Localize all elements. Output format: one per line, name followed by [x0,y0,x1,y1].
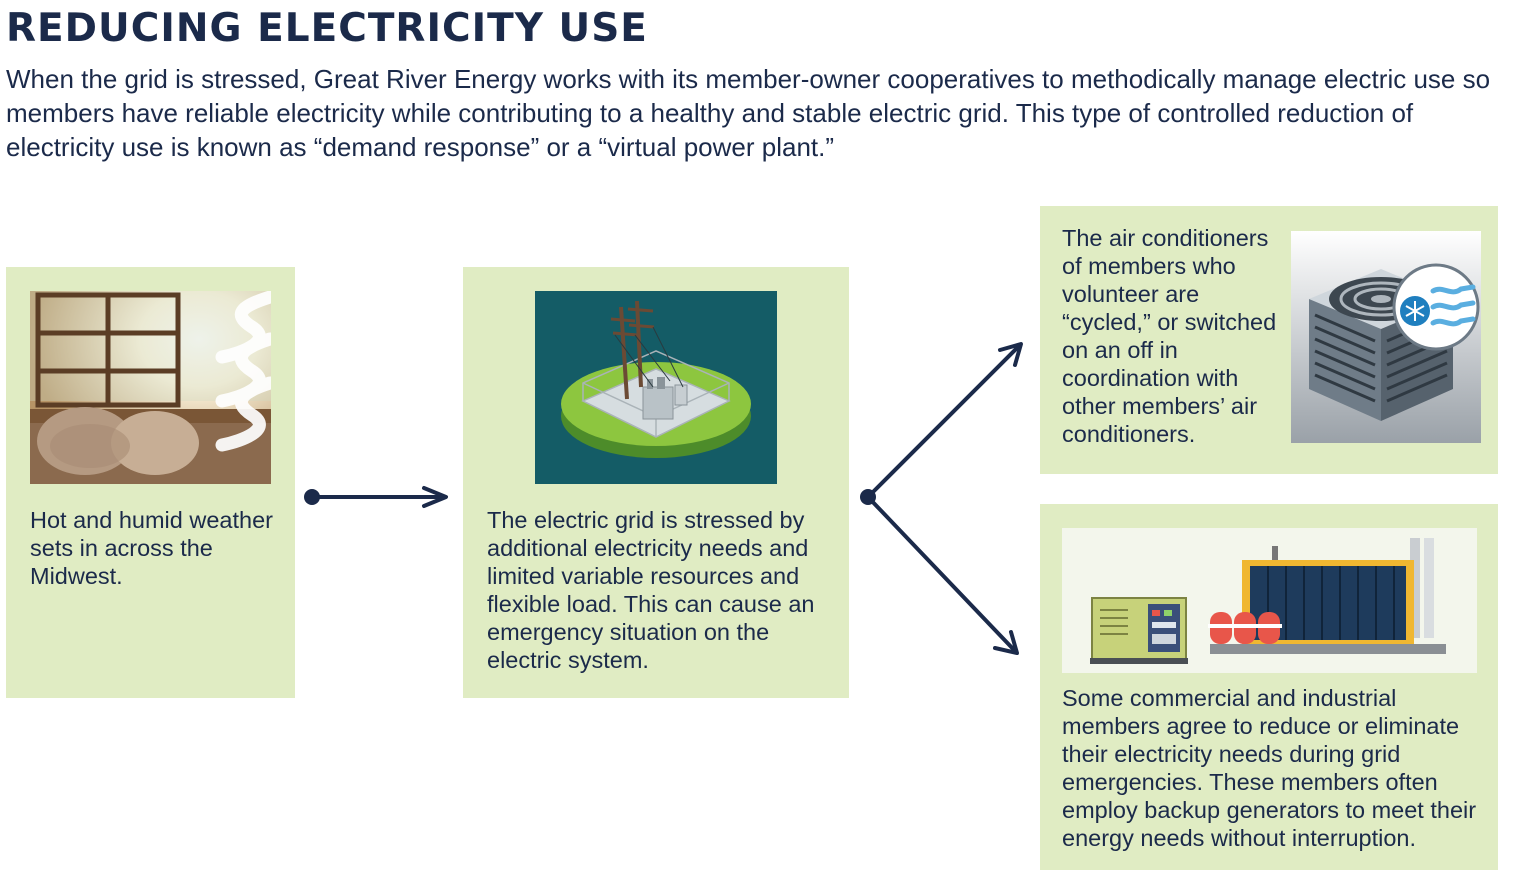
intro-paragraph: When the grid is stressed, Great River E… [6,64,1491,162]
backup-generator-icon [1062,528,1477,673]
weather-panel: Hot and humid weather sets in across the… [6,267,295,698]
air-conditioner-icon [1291,231,1481,443]
arrow-grid-to-industrial [866,495,1019,655]
industrial-text: Some commercial and industrial members a… [1062,685,1477,851]
hot-window-icon [30,291,271,484]
arrow-start-dot-weather [304,489,320,505]
page-title: REDUCING ELECTRICITY USE [6,6,648,51]
substation-icon [535,291,777,484]
weather-text: Hot and humid weather sets in across the… [30,507,273,589]
grid-text: The electric grid is stressed by additio… [487,507,815,673]
arrow-start-dot-grid [860,489,876,505]
arrow-weather-to-grid [310,486,448,508]
grid-panel: The electric grid is stressed by additio… [463,267,849,698]
ac-panel: The air conditioners of members who volu… [1040,206,1498,474]
industrial-panel: Some commercial and industrial members a… [1040,504,1498,870]
arrow-grid-to-ac [866,342,1023,499]
ac-text: The air conditioners of members who volu… [1062,225,1277,447]
